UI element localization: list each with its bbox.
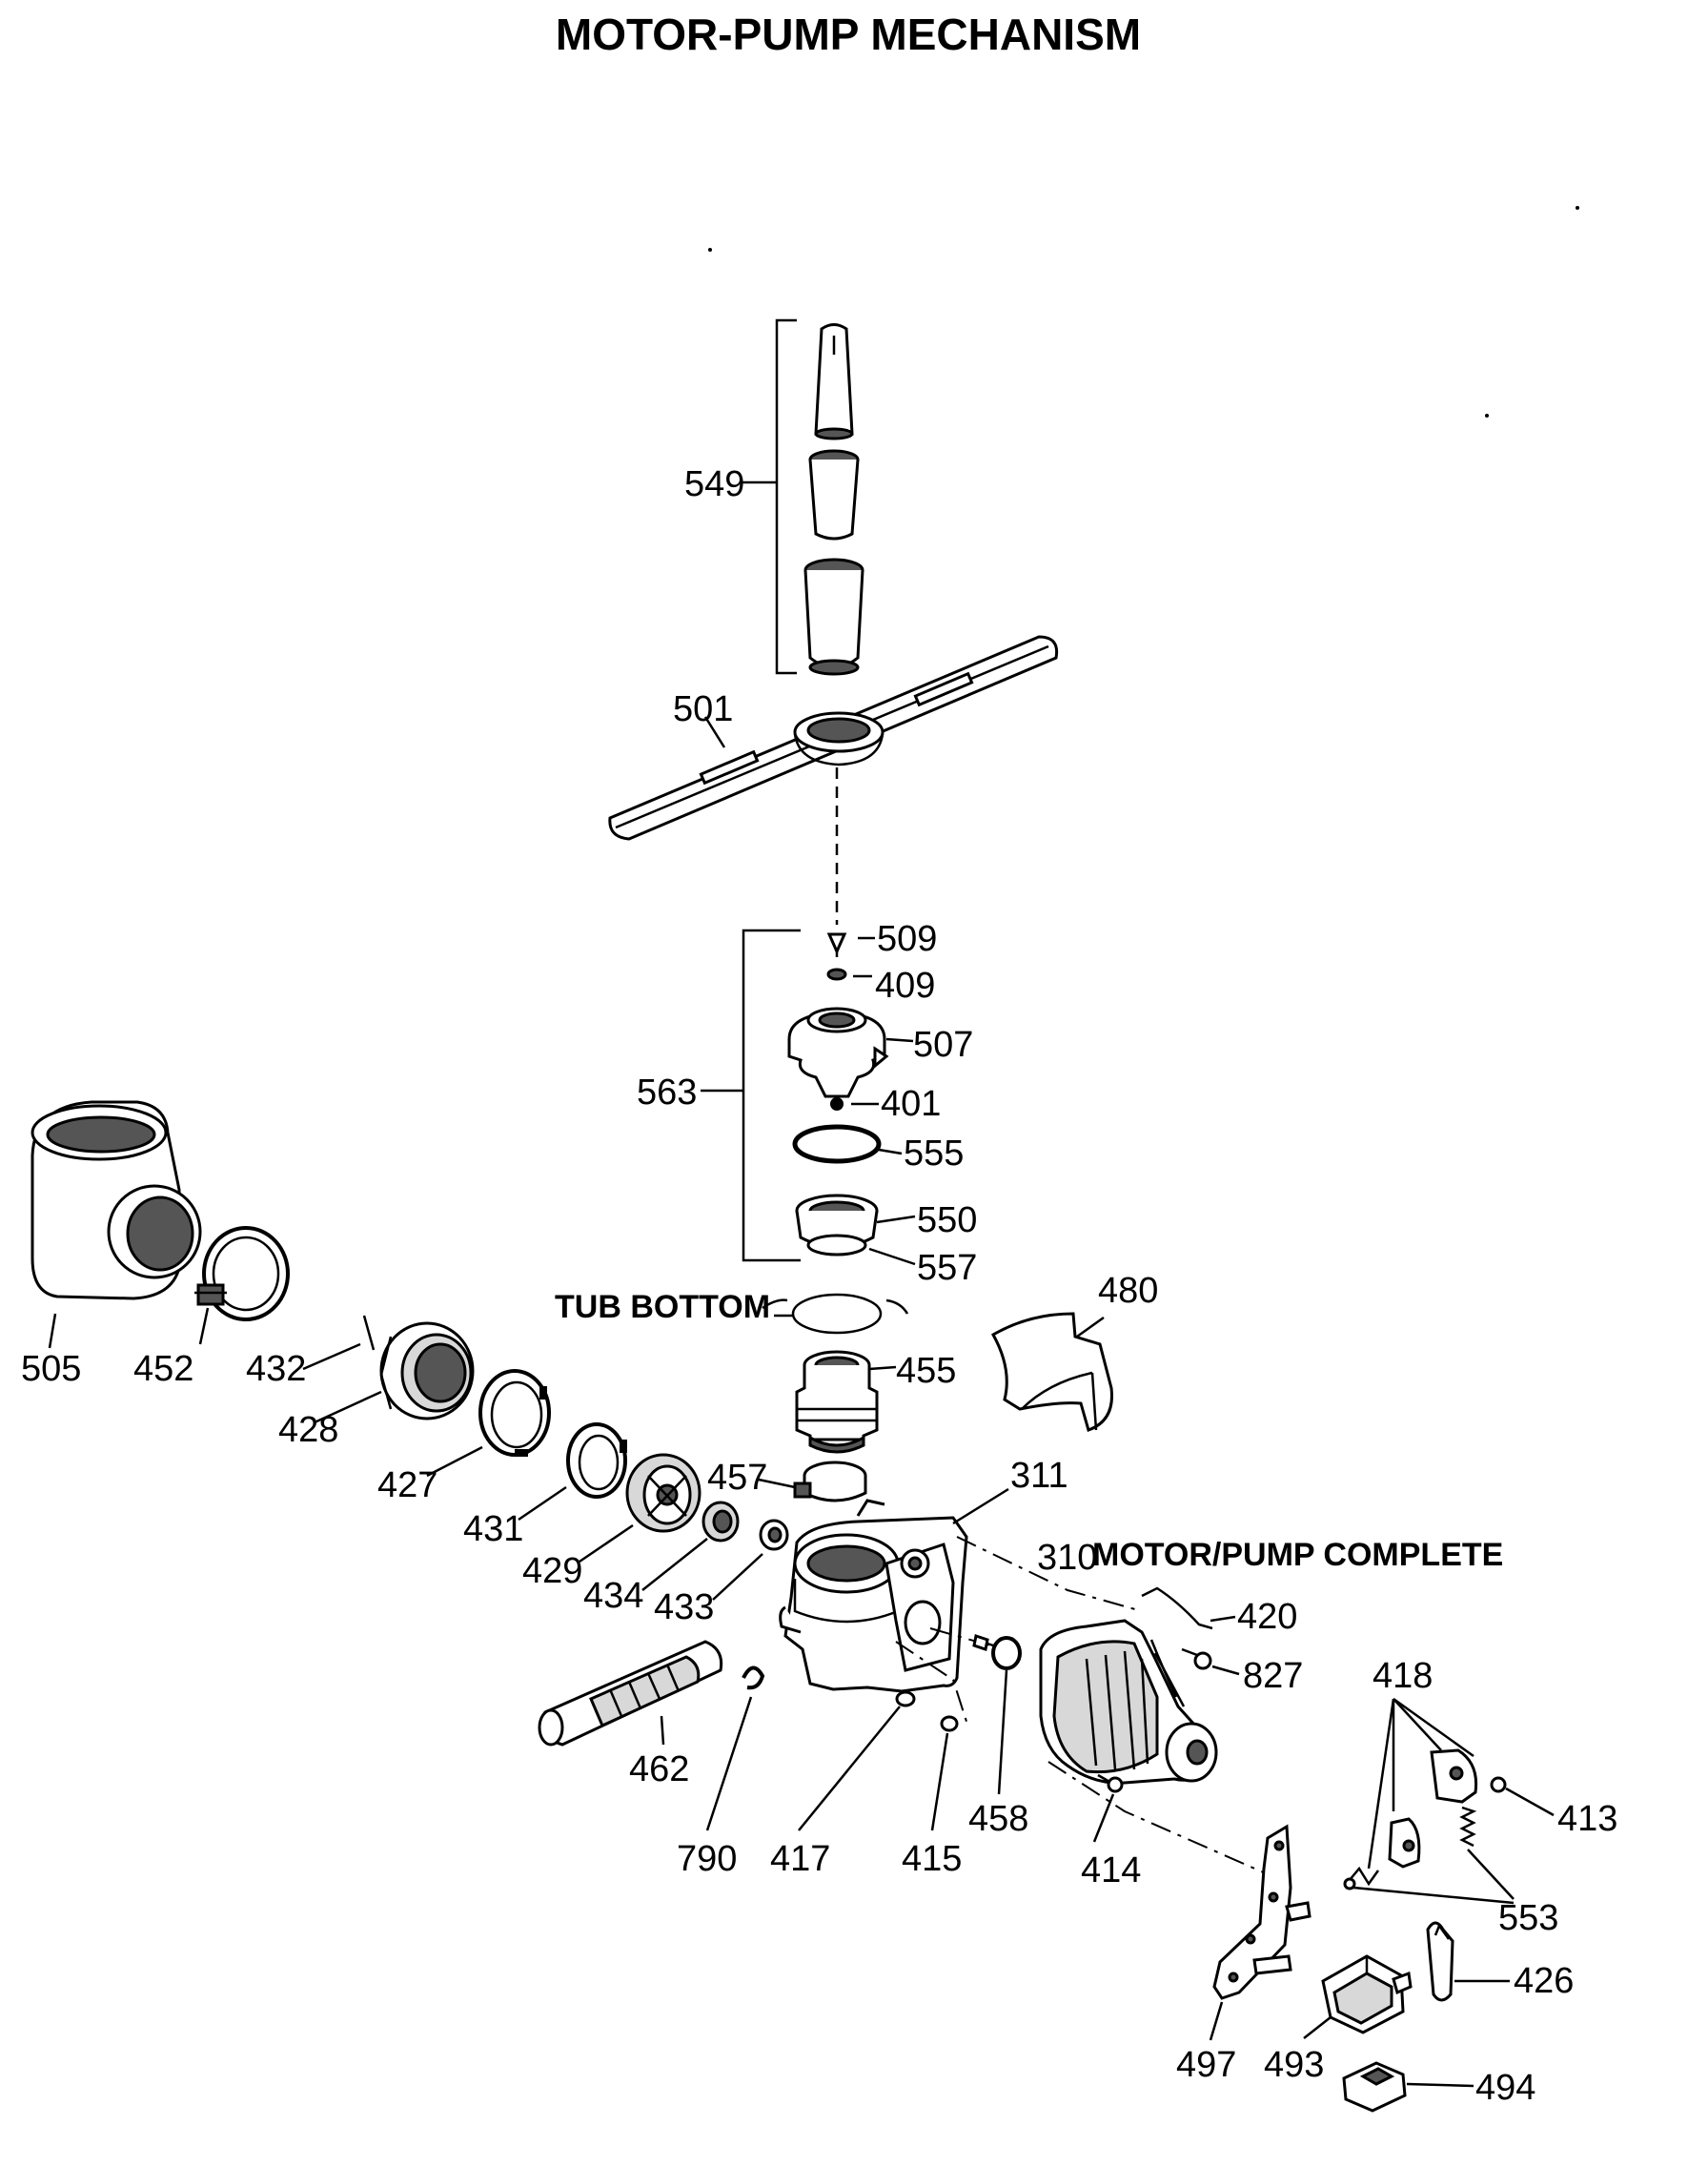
label-motor-pump-complete: MOTOR/PUMP COMPLETE <box>1092 1537 1503 1573</box>
part-420-wire: 420 <box>1141 1586 1297 1637</box>
part-494-actuator: 494 <box>1342 2061 1535 2113</box>
label-555: 555 <box>904 1134 964 1174</box>
part-414-screw: 414 <box>1081 1773 1141 1890</box>
part-427-ring: 427 <box>377 1369 551 1505</box>
part-452-clamp: 452 <box>133 1226 290 1389</box>
part-790-clip: 790 <box>677 1665 765 1879</box>
label-827: 827 <box>1243 1656 1303 1696</box>
label-458: 458 <box>968 1799 1028 1839</box>
label-501: 501 <box>673 689 733 729</box>
part-507-manifold: 507 <box>787 1007 973 1098</box>
label-505: 505 <box>21 1349 81 1389</box>
label-497: 497 <box>1176 2045 1236 2085</box>
label-431: 431 <box>463 1509 523 1549</box>
label-418: 418 <box>1372 1656 1433 1696</box>
part-455-housing: 455 <box>795 1350 956 1454</box>
part-509-screw: 509 <box>826 919 937 959</box>
label-480: 480 <box>1098 1271 1158 1311</box>
part-311-pump-body: 311 <box>779 1456 1068 1693</box>
label-432: 432 <box>246 1349 306 1389</box>
part-428-filter: 428 <box>278 1321 475 1450</box>
part-501-spray-arm: 501 <box>608 635 1059 841</box>
diagram-title: MOTOR-PUMP MECHANISM <box>556 10 1141 59</box>
part-827-screw: 827 <box>1181 1647 1303 1696</box>
label-409: 409 <box>875 966 935 1006</box>
label-462: 462 <box>629 1749 689 1789</box>
label-557: 557 <box>917 1248 977 1288</box>
part-426-pin: 426 <box>1426 1921 1574 2002</box>
label-790: 790 <box>677 1839 737 1879</box>
label-452: 452 <box>133 1349 193 1389</box>
label-401: 401 <box>881 1084 941 1124</box>
label-413: 413 <box>1557 1799 1617 1839</box>
label-549: 549 <box>684 464 744 504</box>
part-493-housing: 493 <box>1264 1954 1413 2085</box>
label-428: 428 <box>278 1410 338 1450</box>
label-429: 429 <box>522 1551 582 1591</box>
part-434-small-impeller: 434 <box>583 1501 740 1616</box>
part-549-spray-tubes: 549 <box>684 318 864 676</box>
part-553-springs: 553 <box>1352 1806 1558 1938</box>
part-418-brackets: 418 <box>1343 1656 1478 1890</box>
part-458-seal: 458 <box>968 1634 1028 1839</box>
part-431-ring: 431 <box>463 1422 627 1549</box>
label-434: 434 <box>583 1576 643 1616</box>
label-507: 507 <box>913 1025 973 1065</box>
label-563: 563 <box>637 1073 697 1113</box>
tub-bottom: TUB BOTTOM <box>555 1289 909 1335</box>
label-457: 457 <box>707 1458 767 1498</box>
label-tub-bottom: TUB BOTTOM <box>555 1289 770 1325</box>
part-550-557-nut: 550 557 <box>795 1194 977 1288</box>
part-433-seal: 433 <box>654 1519 789 1627</box>
part-555-seal-ring: 555 <box>792 1124 964 1174</box>
part-497-bracket: 497 <box>1176 1824 1312 2085</box>
label-414: 414 <box>1081 1850 1141 1890</box>
part-401-ball: 401 <box>830 1084 941 1124</box>
part-310-motor: 310 MOTOR/PUMP COMPLETE <box>1037 1537 1503 1785</box>
label-311: 311 <box>1010 1456 1068 1496</box>
part-417-washer: 417 <box>770 1690 916 1879</box>
label-550: 550 <box>917 1200 977 1240</box>
part-409-washer: 409 <box>826 966 935 1006</box>
label-415: 415 <box>902 1839 962 1879</box>
part-563-assembly: 563 <box>637 929 801 1262</box>
part-429-impeller: 429 <box>522 1453 702 1591</box>
label-553: 553 <box>1498 1898 1558 1938</box>
part-432-pin: 432 <box>246 1315 376 1389</box>
part-505-sump: 505 <box>21 1100 202 1389</box>
label-427: 427 <box>377 1465 437 1505</box>
part-457-clamp: 457 <box>707 1458 867 1502</box>
label-494: 494 <box>1475 2068 1535 2108</box>
part-415-washer: 415 <box>902 1715 962 1879</box>
part-480-deflector: 480 <box>990 1271 1158 1432</box>
label-433: 433 <box>654 1587 714 1627</box>
part-413-clip: 413 <box>1490 1776 1617 1839</box>
label-426: 426 <box>1514 1961 1574 2001</box>
label-493: 493 <box>1264 2045 1324 2085</box>
part-462-fitting: 462 <box>538 1640 723 1789</box>
label-417: 417 <box>770 1839 830 1879</box>
label-310: 310 <box>1037 1538 1097 1578</box>
label-455: 455 <box>896 1351 956 1391</box>
label-509: 509 <box>877 919 937 959</box>
label-420: 420 <box>1237 1597 1297 1637</box>
